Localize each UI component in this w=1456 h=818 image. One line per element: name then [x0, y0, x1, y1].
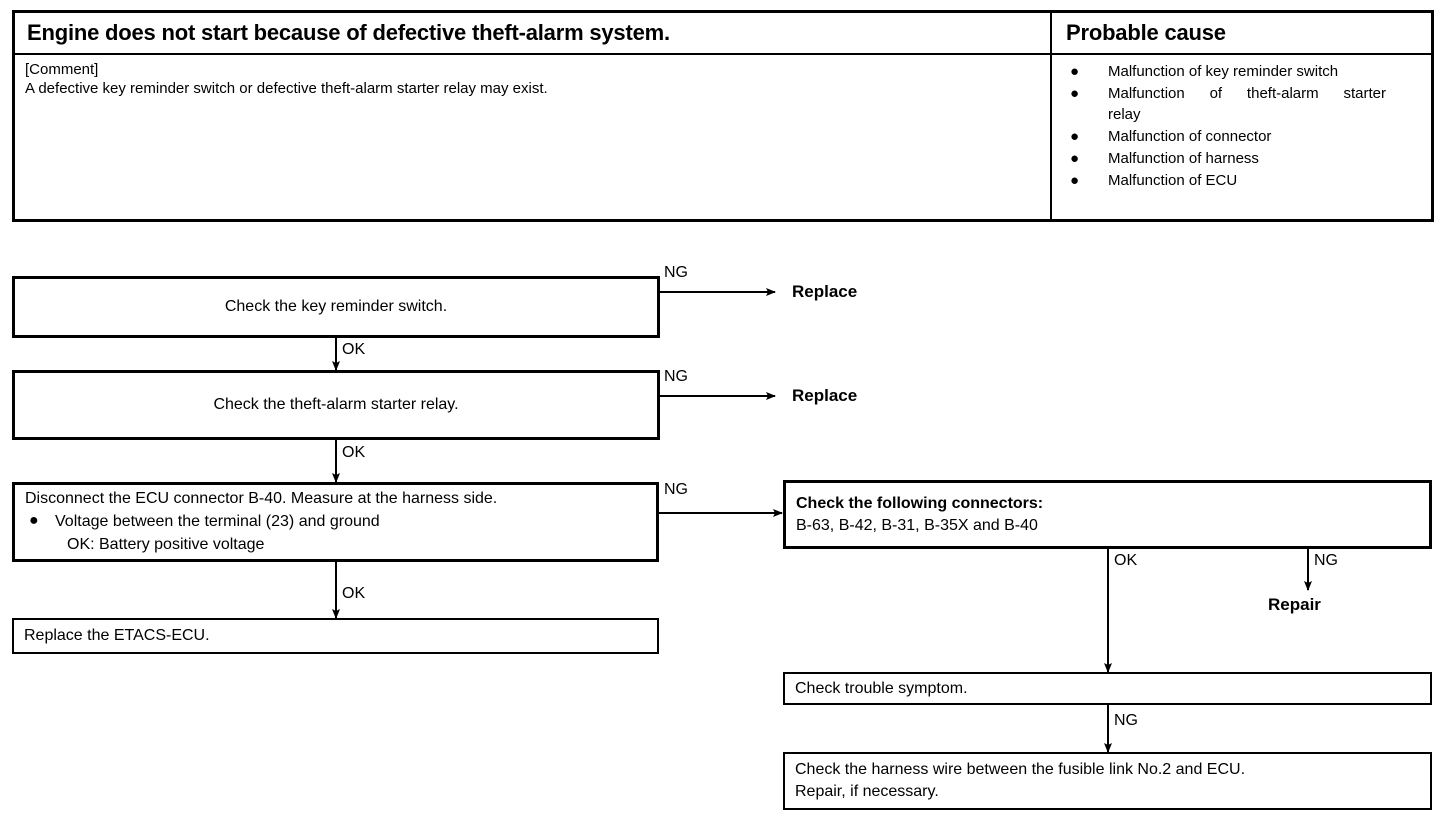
list-item: ● Malfunction of theft-alarm starter rel… — [1066, 83, 1421, 125]
cause-text: Malfunction of connector — [1108, 128, 1272, 145]
flow-box-text-line3: OK: Battery positive voltage — [67, 536, 265, 553]
bullet-icon: ● — [1070, 63, 1080, 80]
flow-box-text: Check the theft-alarm starter relay. — [213, 396, 459, 413]
flow-box-check-trouble-symptom[interactable]: Check trouble symptom. — [783, 672, 1432, 705]
branch-label-ng-5: NG — [1114, 712, 1138, 729]
outcome-replace-2: Replace — [792, 386, 858, 405]
probable-cause-cell: ● Malfunction of key reminder switch ● M… — [1052, 55, 1431, 219]
outcome-replace-1: Replace — [792, 282, 858, 301]
branch-label-ok-4: OK — [1114, 552, 1138, 569]
table-header-row: Engine does not start because of defecti… — [15, 13, 1431, 55]
cause-text: Malfunction of key reminder switch — [1108, 63, 1339, 80]
flow-box-text-line1: Disconnect the ECU connector B-40. Measu… — [25, 490, 498, 507]
branch-label-ng-3: NG — [664, 481, 688, 498]
flow-box-replace-etacs-ecu[interactable]: Replace the ETACS-ECU. — [12, 618, 659, 654]
probable-cause-title: Probable cause — [1066, 20, 1226, 45]
branch-label-ng-2: NG — [664, 368, 688, 385]
flow-box-text-line2: ● Voltage between the terminal (23) and … — [25, 510, 656, 533]
flow-box-text: Replace the ETACS-ECU. — [24, 627, 210, 644]
list-item: ● Malfunction of ECU — [1066, 170, 1421, 191]
flow-box-text-line2: B-63, B-42, B-31, B-35X and B-40 — [796, 516, 1038, 534]
probable-cause-list: ● Malfunction of key reminder switch ● M… — [1052, 61, 1421, 192]
branch-label-ok-2: OK — [342, 444, 366, 461]
flow-box-text-line1: Check the harness wire between the fusib… — [795, 761, 1246, 778]
cause-text-line1: Malfunction of theft-alarm starter — [1108, 85, 1386, 102]
cause-header-cell: Probable cause — [1052, 13, 1431, 53]
list-item: ● Malfunction of key reminder switch — [1066, 61, 1421, 82]
flow-box-check-harness-wire[interactable]: Check the harness wire between the fusib… — [783, 752, 1432, 810]
cause-text: Malfunction of ECU — [1108, 172, 1238, 189]
comment-label: [Comment] — [25, 61, 99, 78]
bullet-icon: ● — [1070, 172, 1080, 189]
bullet-icon: ● — [1070, 85, 1080, 102]
flow-box-text-line2: Repair, if necessary. — [795, 783, 939, 800]
flow-box-text: Check trouble symptom. — [795, 679, 968, 697]
symptom-title: Engine does not start because of defecti… — [27, 20, 670, 45]
table-body-row: [Comment] A defective key reminder switc… — [15, 55, 1431, 219]
flow-box-text-line1: Check the following connectors: — [796, 494, 1044, 512]
cause-text: Malfunction of harness — [1108, 150, 1259, 167]
bullet-icon: ● — [1070, 150, 1080, 167]
branch-label-ok-3: OK — [342, 585, 366, 602]
list-item: ● Malfunction of connector — [1066, 126, 1421, 147]
list-item: ● Malfunction of harness — [1066, 148, 1421, 169]
flow-box-check-key-reminder-switch[interactable]: Check the key reminder switch. — [12, 276, 660, 338]
branch-label-ng-4: NG — [1314, 552, 1338, 569]
symptom-cause-table: Engine does not start because of defecti… — [12, 10, 1434, 222]
comment-text: A defective key reminder switch or defec… — [25, 80, 548, 97]
branch-label-ok-1: OK — [342, 341, 366, 358]
flow-box-check-theft-alarm-starter-relay[interactable]: Check the theft-alarm starter relay. — [12, 370, 660, 440]
flow-box-disconnect-ecu-connector[interactable]: Disconnect the ECU connector B-40. Measu… — [12, 482, 659, 562]
measure-condition: Voltage between the terminal (23) and gr… — [55, 513, 380, 530]
bullet-icon: ● — [29, 512, 39, 529]
cause-text-line2: relay — [1108, 106, 1141, 123]
bullet-icon: ● — [1070, 128, 1080, 145]
comment-cell: [Comment] A defective key reminder switc… — [15, 55, 1052, 219]
symptom-header-cell: Engine does not start because of defecti… — [15, 13, 1052, 53]
outcome-repair: Repair — [1268, 595, 1321, 614]
branch-label-ng-1: NG — [664, 264, 688, 281]
flow-box-check-following-connectors[interactable]: Check the following connectors: B-63, B-… — [783, 480, 1432, 549]
flow-box-text: Check the key reminder switch. — [224, 298, 448, 315]
